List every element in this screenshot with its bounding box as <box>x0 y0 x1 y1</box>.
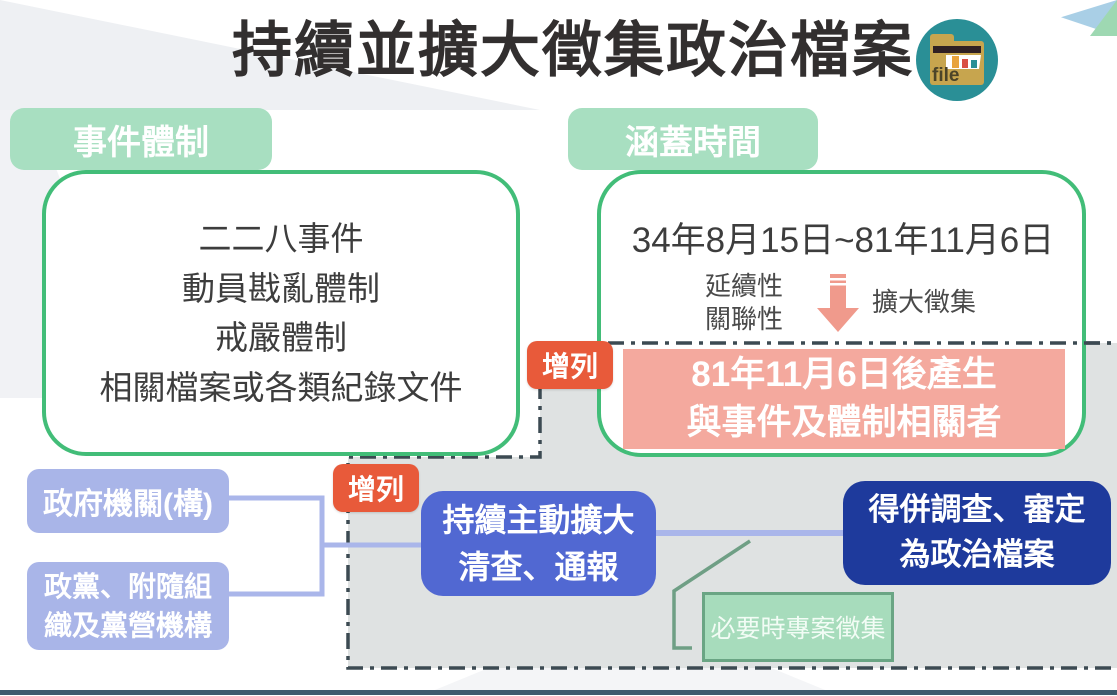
down-arrow-icon <box>817 274 859 332</box>
bottom-accent-bar <box>0 690 1117 695</box>
special-collection-note-box: 必要時專案徵集 <box>702 592 894 662</box>
added-badge-time: 增列 <box>527 341 613 389</box>
event-item: 動員戡亂體制 <box>182 269 380 307</box>
file-icon-label: file <box>932 65 959 86</box>
expand-collection-text: 擴大徵集 <box>872 287 977 317</box>
page-title: 持續並擴大徵集政治檔案 <box>232 17 914 84</box>
date-range-text: 34年8月15日~81年11月6日 <box>631 221 1055 260</box>
event-item: 戒嚴體制 <box>215 319 347 356</box>
event-item: 相關檔案或各類紀錄文件 <box>99 368 463 406</box>
time-section-label: 涵蓋時間 <box>568 108 818 170</box>
file-folder-icon: file <box>916 19 998 101</box>
result-box: 得併調查、審定 為政治檔案 <box>843 481 1111 585</box>
source-box-parties: 政黨、附隨組 織及黨營機構 <box>27 562 229 650</box>
source-box-government: 政府機關(構) <box>27 469 229 533</box>
event-types-box: 二二八事件 動員戡亂體制 戒嚴體制 相關檔案或各類紀錄文件 <box>42 170 520 456</box>
post-event-highlight-box: 81年11月6日後產生 與事件及體制相關者 <box>623 349 1065 449</box>
event-item: 二二八事件 <box>198 220 364 257</box>
action-box: 持續主動擴大 清查、通報 <box>421 491 656 596</box>
added-badge-flow: 增列 <box>333 464 419 512</box>
continuity-text: 延續性 關聯性 <box>704 271 783 334</box>
event-section-label: 事件體制 <box>10 108 272 170</box>
